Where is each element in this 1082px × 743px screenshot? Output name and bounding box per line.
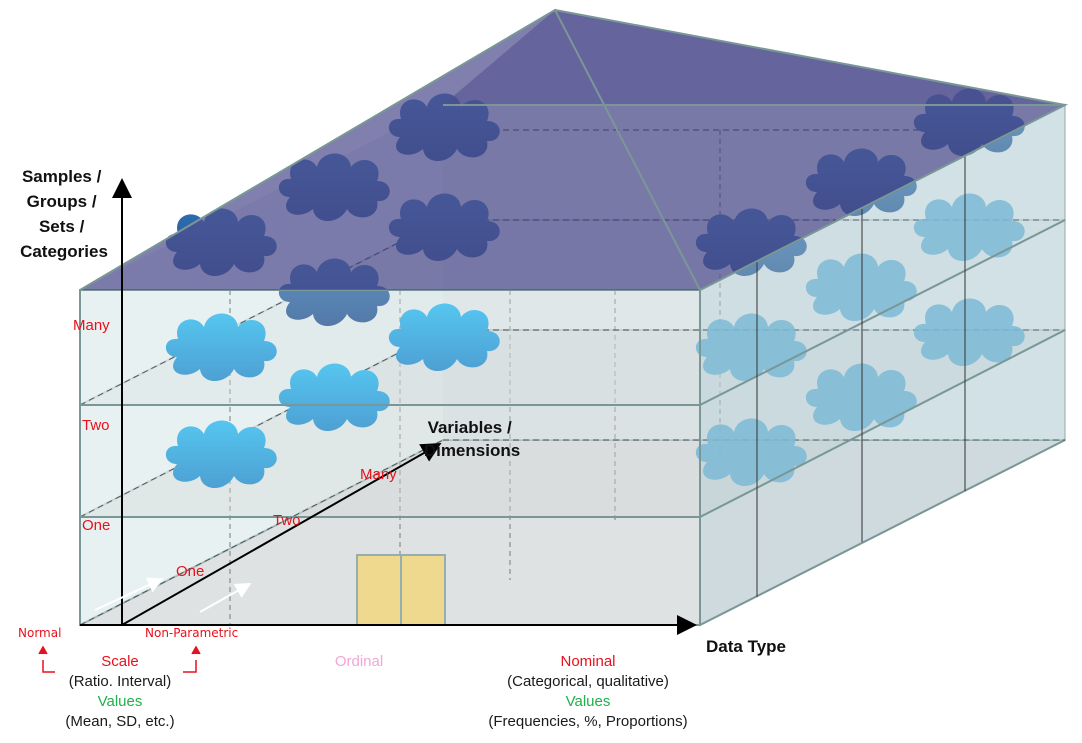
vertical-tick-two: Two (82, 417, 110, 434)
horizontal-axis-title: Data Type (706, 637, 786, 656)
front-face (79, 289, 701, 626)
scale-values-detail: (Mean, SD, etc.) (65, 713, 174, 730)
depth-tick-many: Many (360, 466, 397, 483)
door (356, 554, 446, 626)
non-parametric-arrow (199, 583, 252, 613)
depth-axis (121, 443, 442, 626)
depth-axis-title: Variables / Dimensions (424, 418, 520, 460)
non-parametric-label: Non-Parametric (145, 626, 238, 640)
vertical-axis-title: Samples / Groups / Sets / Categories (20, 167, 108, 261)
bracket-arrows (38, 645, 201, 673)
depth-tick-one: One (176, 563, 204, 580)
nominal-label: Nominal (560, 653, 615, 670)
scale-detail: (Ratio. Interval) (69, 673, 172, 690)
normal-arrow (94, 577, 164, 611)
scale-values-label: Values (98, 693, 143, 710)
depth-tick-two: Two (273, 512, 301, 529)
normal-label: Normal (18, 626, 61, 640)
ordinal-label: Ordinal (335, 653, 383, 670)
nominal-values-label: Values (566, 693, 611, 710)
roof (79, 8, 1069, 292)
axes (80, 178, 697, 635)
nominal-values-detail: (Frequencies, %, Proportions) (488, 713, 687, 730)
vertical-tick-many: Many (73, 317, 110, 334)
nominal-detail: (Categorical, qualitative) (507, 673, 669, 690)
scale-label: Scale (101, 653, 139, 670)
vertical-tick-one: One (82, 517, 110, 534)
